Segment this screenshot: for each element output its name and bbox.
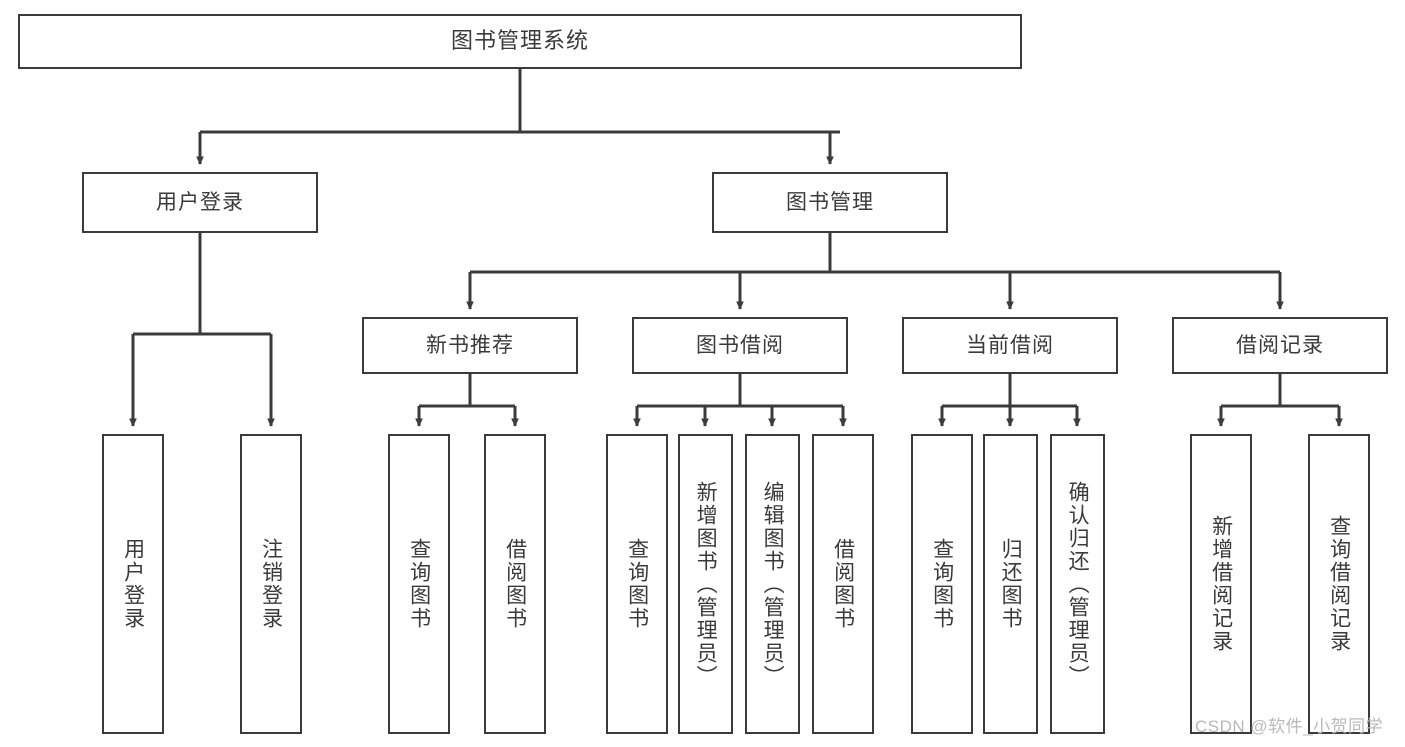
leaf-query-book-recommend-label: 查询图书 (407, 538, 431, 630)
leaf-confirm-return-label: 确认归还（管理员） (1066, 480, 1090, 688)
node-book-management[interactable]: 图书管理 (712, 172, 948, 233)
leaf-add-borrow-record-label: 新增借阅记录 (1209, 515, 1233, 653)
leaf-query-book-borrow[interactable]: 查询图书 (606, 434, 668, 734)
leaf-query-book-recommend[interactable]: 查询图书 (388, 434, 450, 734)
leaf-query-book-borrow-label: 查询图书 (625, 538, 649, 630)
leaf-edit-book[interactable]: 编辑图书（管理员） (745, 434, 800, 734)
leaf-confirm-return[interactable]: 确认归还（管理员） (1050, 434, 1105, 734)
leaf-query-borrow-record-label: 查询借阅记录 (1327, 515, 1351, 653)
node-user-login[interactable]: 用户登录 (82, 172, 318, 233)
leaf-edit-book-label: 编辑图书（管理员） (761, 480, 785, 688)
node-user-login-label: 用户登录 (156, 190, 244, 214)
leaf-user-login[interactable]: 用户登录 (102, 434, 164, 734)
leaf-user-login-label: 用户登录 (121, 538, 145, 630)
leaf-borrow-book-recommend-label: 借阅图书 (503, 538, 527, 630)
leaf-add-borrow-record[interactable]: 新增借阅记录 (1190, 434, 1252, 734)
node-root[interactable]: 图书管理系统 (18, 14, 1022, 69)
leaf-return-book[interactable]: 归还图书 (983, 434, 1038, 734)
leaf-borrow-book-recommend[interactable]: 借阅图书 (484, 434, 546, 734)
csdn-watermark: CSDN @软件_小贺同学 (1195, 717, 1384, 736)
leaf-borrow-book-label: 借阅图书 (831, 538, 855, 630)
leaf-add-book-label: 新增图书（管理员） (694, 480, 718, 688)
leaf-user-logout[interactable]: 注销登录 (240, 434, 302, 734)
node-new-book-recommend-label: 新书推荐 (426, 333, 514, 357)
leaf-query-book-current[interactable]: 查询图书 (911, 434, 973, 734)
node-root-label: 图书管理系统 (450, 28, 589, 54)
leaf-query-borrow-record[interactable]: 查询借阅记录 (1308, 434, 1370, 734)
leaf-return-book-label: 归还图书 (999, 538, 1023, 630)
leaf-query-book-current-label: 查询图书 (930, 538, 954, 630)
node-book-management-label: 图书管理 (786, 190, 874, 214)
leaf-borrow-book[interactable]: 借阅图书 (812, 434, 874, 734)
node-borrow-records[interactable]: 借阅记录 (1172, 317, 1388, 374)
leaf-user-logout-label: 注销登录 (259, 538, 283, 630)
node-current-borrow-label: 当前借阅 (966, 333, 1054, 357)
node-book-borrow[interactable]: 图书借阅 (632, 317, 848, 374)
node-new-book-recommend[interactable]: 新书推荐 (362, 317, 578, 374)
node-book-borrow-label: 图书借阅 (696, 333, 784, 357)
node-borrow-records-label: 借阅记录 (1236, 333, 1324, 357)
node-current-borrow[interactable]: 当前借阅 (902, 317, 1118, 374)
leaf-add-book[interactable]: 新增图书（管理员） (678, 434, 733, 734)
